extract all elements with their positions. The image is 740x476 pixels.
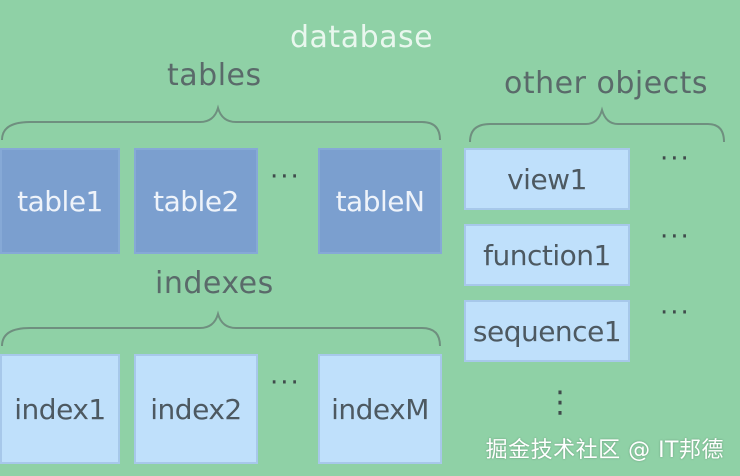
index-box-1: index1: [0, 354, 120, 464]
sequence-box: sequence1: [464, 300, 630, 362]
function-ellipsis: ···: [660, 222, 691, 252]
view-ellipsis: ···: [660, 144, 691, 174]
view-box: view1: [464, 148, 630, 210]
sequence-ellipsis: ···: [660, 298, 691, 328]
database-title: database: [290, 20, 434, 55]
watermark: 掘金技术社区 @ IT邦德: [485, 438, 724, 463]
index-box-m: indexM: [318, 354, 442, 464]
indexes-ellipsis: ···: [270, 368, 301, 398]
tables-label: tables: [167, 58, 262, 93]
tables-brace: [1, 104, 441, 141]
function-box: function1: [464, 224, 630, 286]
indexes-brace: [1, 310, 441, 347]
objects-vertical-ellipsis: ⋮: [545, 385, 575, 420]
index-box-2: index2: [134, 354, 258, 464]
table-box-1: table1: [0, 148, 120, 254]
other-objects-brace: [469, 106, 725, 143]
table-box-n: tableN: [318, 148, 442, 254]
other-objects-label: other objects: [504, 66, 709, 101]
indexes-label: indexes: [155, 266, 274, 301]
table-box-2: table2: [134, 148, 258, 254]
tables-ellipsis: ···: [270, 162, 301, 192]
